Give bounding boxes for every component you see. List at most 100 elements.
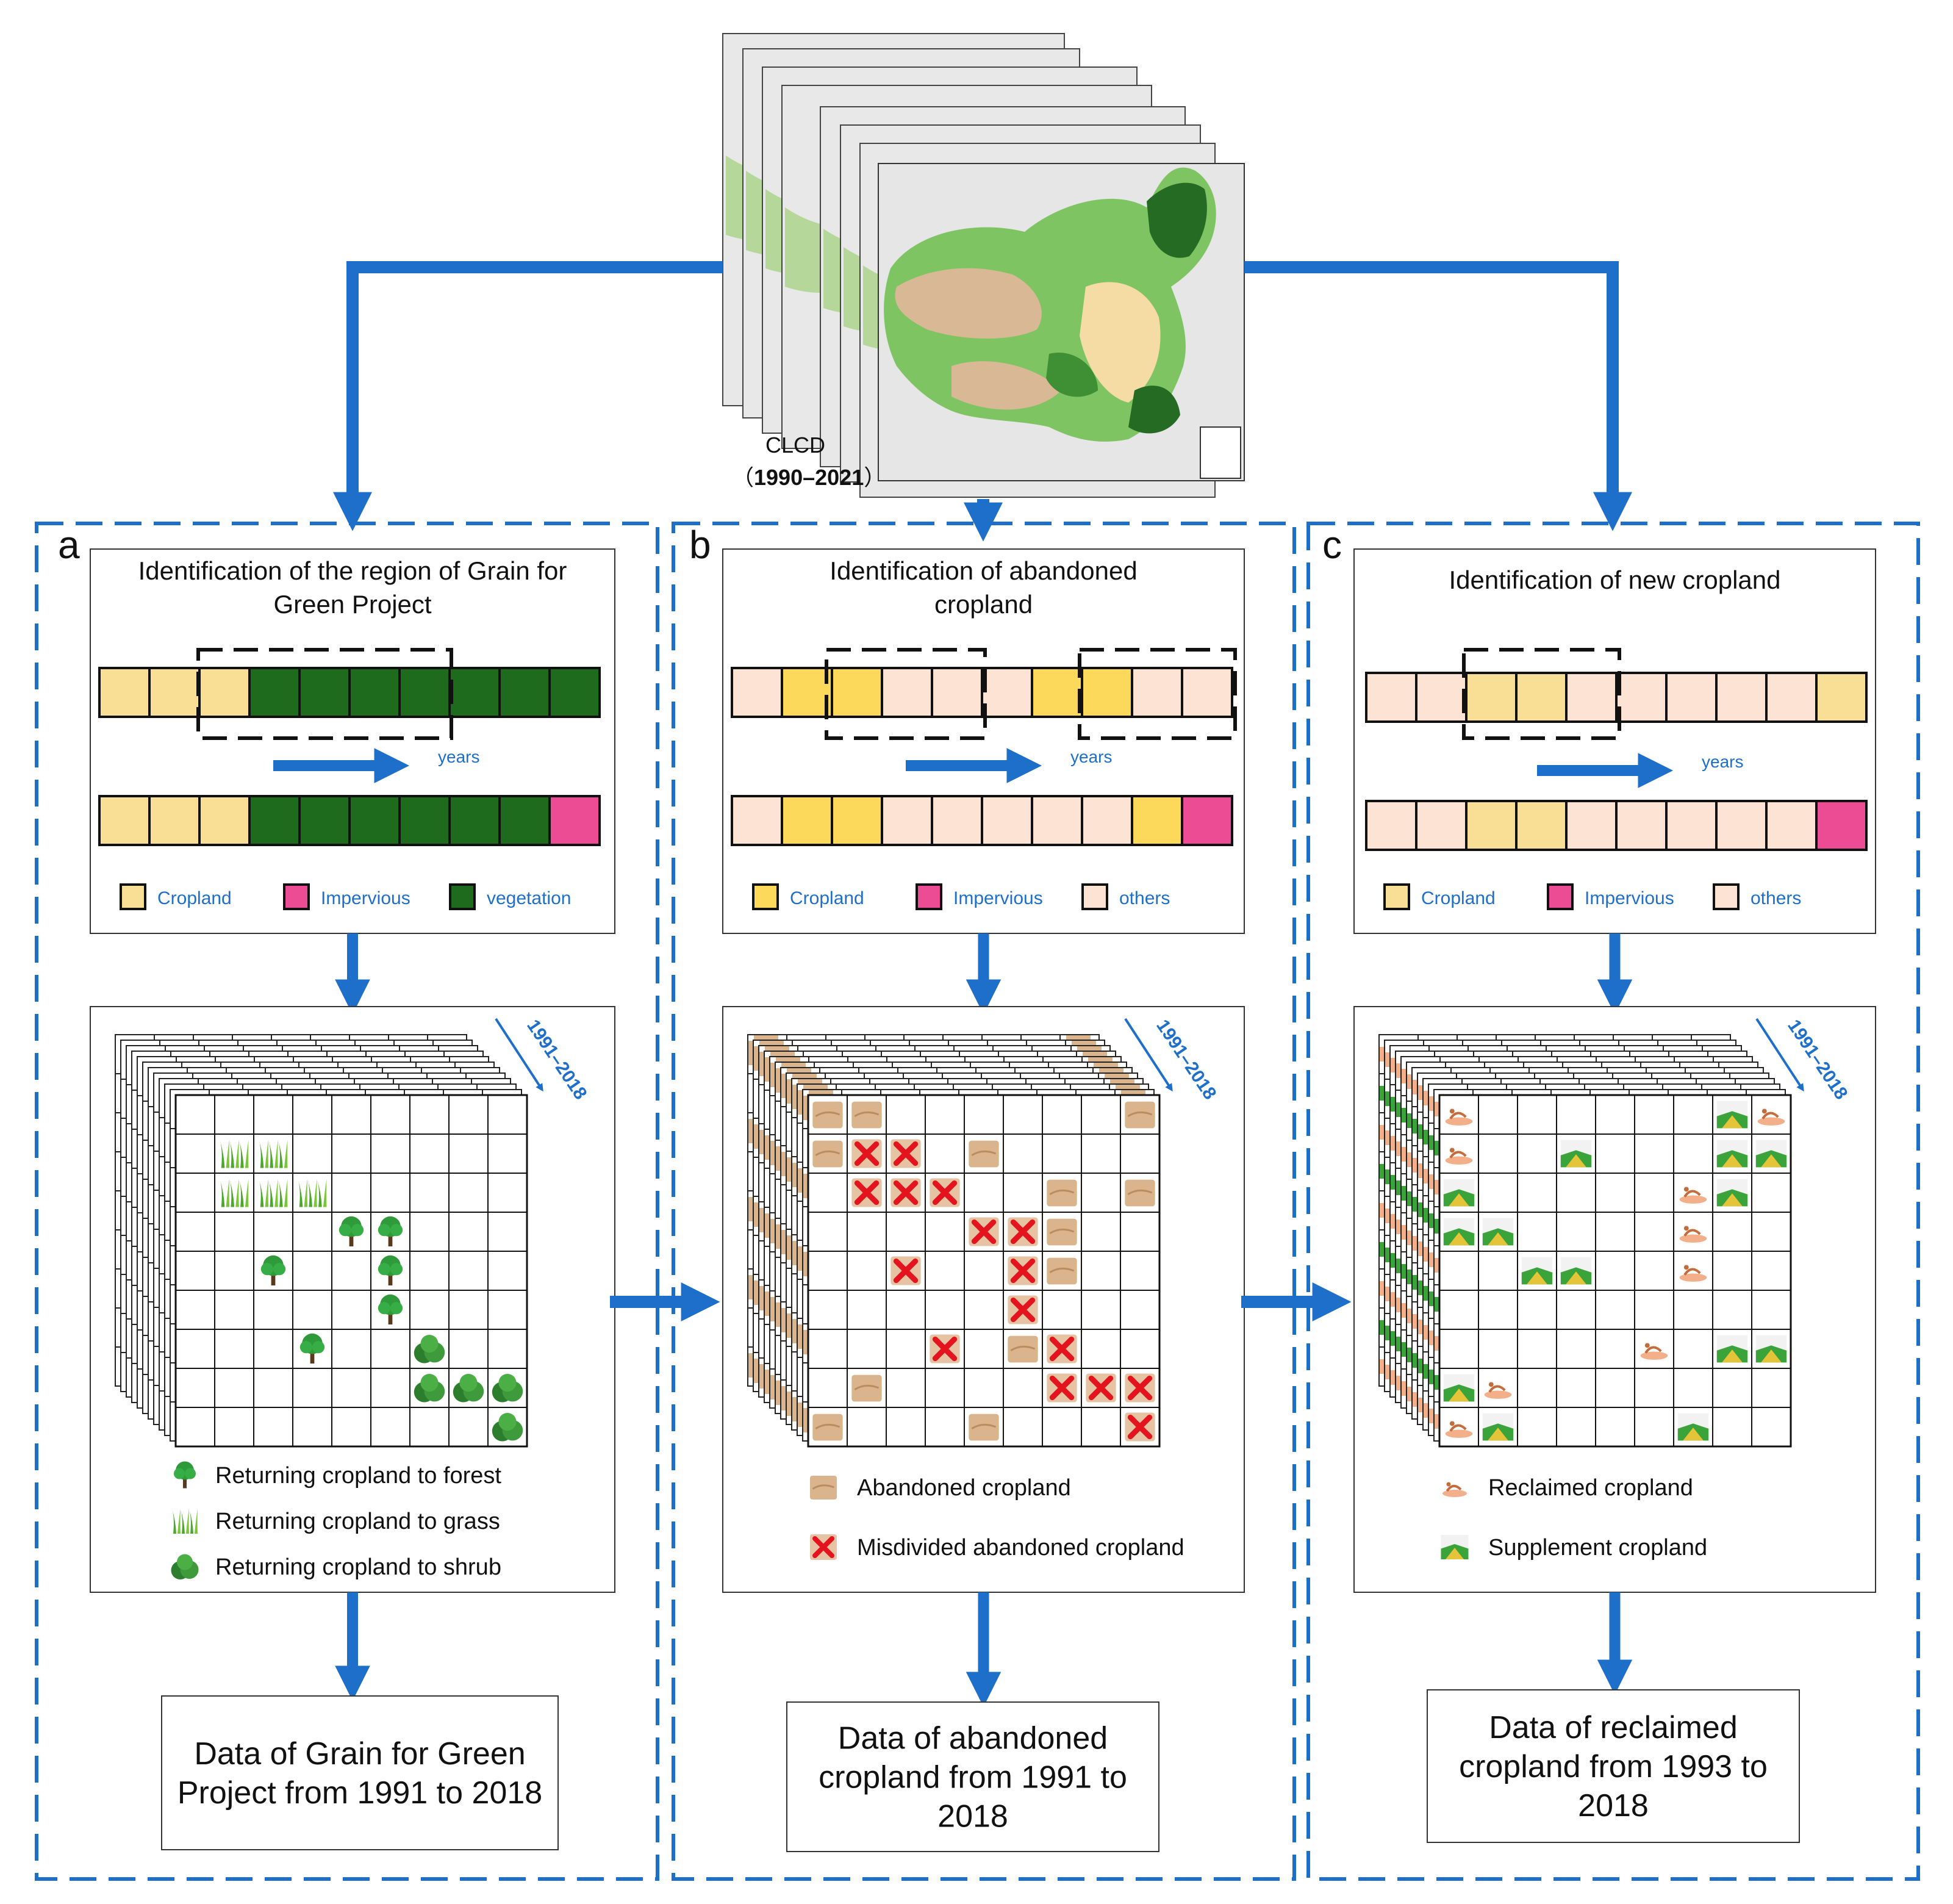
panel-letter-a: a bbox=[58, 523, 80, 567]
abandoned-cropland-icon bbox=[1125, 1101, 1155, 1129]
sequence-cell-impervious bbox=[1181, 795, 1233, 846]
reclaimed-cropland-icon bbox=[1640, 1343, 1668, 1360]
shrub-icon bbox=[414, 1374, 445, 1403]
tree-icon bbox=[260, 1255, 286, 1286]
supplement-cropland-icon bbox=[1443, 1218, 1475, 1246]
reclaimed-cropland-icon bbox=[1445, 1148, 1473, 1165]
reclaimed-cropland-icon bbox=[1679, 1265, 1707, 1282]
legend-label-others: others bbox=[1751, 888, 1801, 908]
years-label: years bbox=[1702, 752, 1743, 771]
sequence-cell-cropland bbox=[148, 795, 201, 846]
sequence-cell-others bbox=[1415, 800, 1467, 851]
abandoned-cropland-icon bbox=[1047, 1218, 1077, 1246]
sequence-cell-cropland bbox=[781, 795, 833, 846]
tree-icon bbox=[378, 1216, 403, 1247]
supplement-cropland-icon bbox=[1716, 1101, 1748, 1129]
sequence-cell-others bbox=[731, 795, 783, 846]
output-text: Data of Grain for Green bbox=[194, 1736, 525, 1772]
output-text: cropland from 1991 to bbox=[819, 1760, 1127, 1795]
abandoned-cropland-icon bbox=[810, 1476, 837, 1500]
abandoned-cropland-icon bbox=[1125, 1179, 1155, 1207]
years-label: years bbox=[1070, 747, 1112, 766]
abandoned-cropland-icon bbox=[969, 1140, 999, 1168]
shrub-icon bbox=[492, 1374, 523, 1403]
selection-window bbox=[1462, 648, 1621, 740]
abandoned-cropland-icon bbox=[1008, 1335, 1038, 1363]
section-frames bbox=[35, 522, 1920, 1881]
sequence-cell-others bbox=[881, 667, 933, 718]
grid-legend-misd: Misdivided abandoned cropland bbox=[857, 1535, 1184, 1561]
identification-title: Identification of new cropland bbox=[1449, 566, 1780, 594]
identification-title: Green Project bbox=[273, 590, 431, 619]
shrub-icon bbox=[414, 1335, 445, 1363]
sequence-cell-vegetation bbox=[398, 795, 451, 846]
legend-swatch-others bbox=[1081, 883, 1108, 910]
misdivided-icon bbox=[969, 1217, 999, 1246]
misdivided-icon bbox=[1125, 1412, 1155, 1442]
abandoned-cropland-icon bbox=[969, 1414, 999, 1441]
misdivided-icon bbox=[810, 1534, 837, 1560]
sequence-cell-others bbox=[1615, 672, 1668, 723]
abandoned-cropland-icon bbox=[812, 1140, 843, 1168]
sequence-cell-cropland bbox=[98, 795, 151, 846]
grid-front bbox=[807, 1094, 1161, 1448]
grass-icon bbox=[298, 1179, 327, 1207]
sequence-cell-cropland bbox=[1515, 672, 1568, 723]
sequence-cell-others bbox=[931, 795, 983, 846]
reclaimed-cropland-icon bbox=[1445, 1421, 1473, 1438]
clcd-years: （1990–2021） bbox=[732, 465, 886, 490]
supplement-cropland-icon bbox=[1441, 1535, 1469, 1559]
sequence-cell-others bbox=[881, 795, 933, 846]
sequence-cell-cropland bbox=[1465, 800, 1518, 851]
misdivided-icon bbox=[1125, 1373, 1155, 1403]
grass-icon bbox=[259, 1179, 288, 1207]
grass-icon bbox=[259, 1140, 288, 1168]
sequence-cell-vegetation bbox=[548, 667, 601, 718]
misdivided-icon bbox=[1086, 1373, 1116, 1403]
abandoned-cropland-icon bbox=[851, 1101, 882, 1129]
abandoned-cropland-icon bbox=[851, 1374, 882, 1402]
supplement-cropland-icon bbox=[1716, 1179, 1748, 1207]
grid-front bbox=[174, 1094, 528, 1448]
abandoned-cropland-icon bbox=[812, 1414, 843, 1441]
reclaimed-cropland-icon bbox=[1445, 1108, 1473, 1126]
supplement-cropland-icon bbox=[1716, 1335, 1748, 1363]
sequence-cell-cropland bbox=[1081, 667, 1133, 718]
legend-label-vegetation: vegetation bbox=[487, 888, 571, 908]
grid-legend-aband: Abandoned cropland bbox=[857, 1475, 1071, 1501]
legend-label-impervious: Impervious bbox=[1585, 888, 1674, 908]
supplement-cropland-icon bbox=[1482, 1413, 1514, 1441]
output-text: 2018 bbox=[937, 1799, 1008, 1834]
grid-years-arrow bbox=[1124, 1018, 1173, 1092]
misdivided-icon bbox=[890, 1256, 921, 1285]
sequence-cell-cropland bbox=[98, 667, 151, 718]
output-box bbox=[161, 1695, 559, 1850]
panel-letter-b: b bbox=[689, 523, 711, 567]
sequence-cell-others bbox=[731, 667, 783, 718]
misdivided-icon bbox=[890, 1178, 921, 1207]
sequence-cell-cropland bbox=[781, 667, 833, 718]
tree-icon bbox=[174, 1461, 196, 1489]
sequence-cell-others bbox=[1031, 795, 1083, 846]
supplement-cropland-icon bbox=[1521, 1257, 1553, 1285]
misdivided-icon bbox=[851, 1178, 882, 1207]
output-box bbox=[1427, 1689, 1800, 1843]
sequence-cell-others bbox=[1365, 800, 1417, 851]
identification-box bbox=[90, 548, 615, 934]
abandoned-cropland-icon bbox=[1047, 1257, 1077, 1285]
misdivided-icon bbox=[1047, 1334, 1077, 1363]
misdivided-icon bbox=[851, 1139, 882, 1168]
sequence-cell-others bbox=[1715, 672, 1768, 723]
sequence-cell-others bbox=[981, 795, 1033, 846]
misdivided-icon bbox=[1008, 1256, 1038, 1285]
reclaimed-cropland-icon bbox=[1757, 1108, 1785, 1126]
sequence-cell-vegetation bbox=[398, 667, 451, 718]
sequence-cell-others bbox=[1765, 800, 1818, 851]
identification-box bbox=[722, 548, 1245, 934]
sequence-cell-vegetation bbox=[448, 795, 501, 846]
shrub-icon bbox=[453, 1374, 484, 1403]
abandoned-cropland-icon bbox=[1047, 1179, 1077, 1207]
sequence-cell-others bbox=[1765, 672, 1818, 723]
